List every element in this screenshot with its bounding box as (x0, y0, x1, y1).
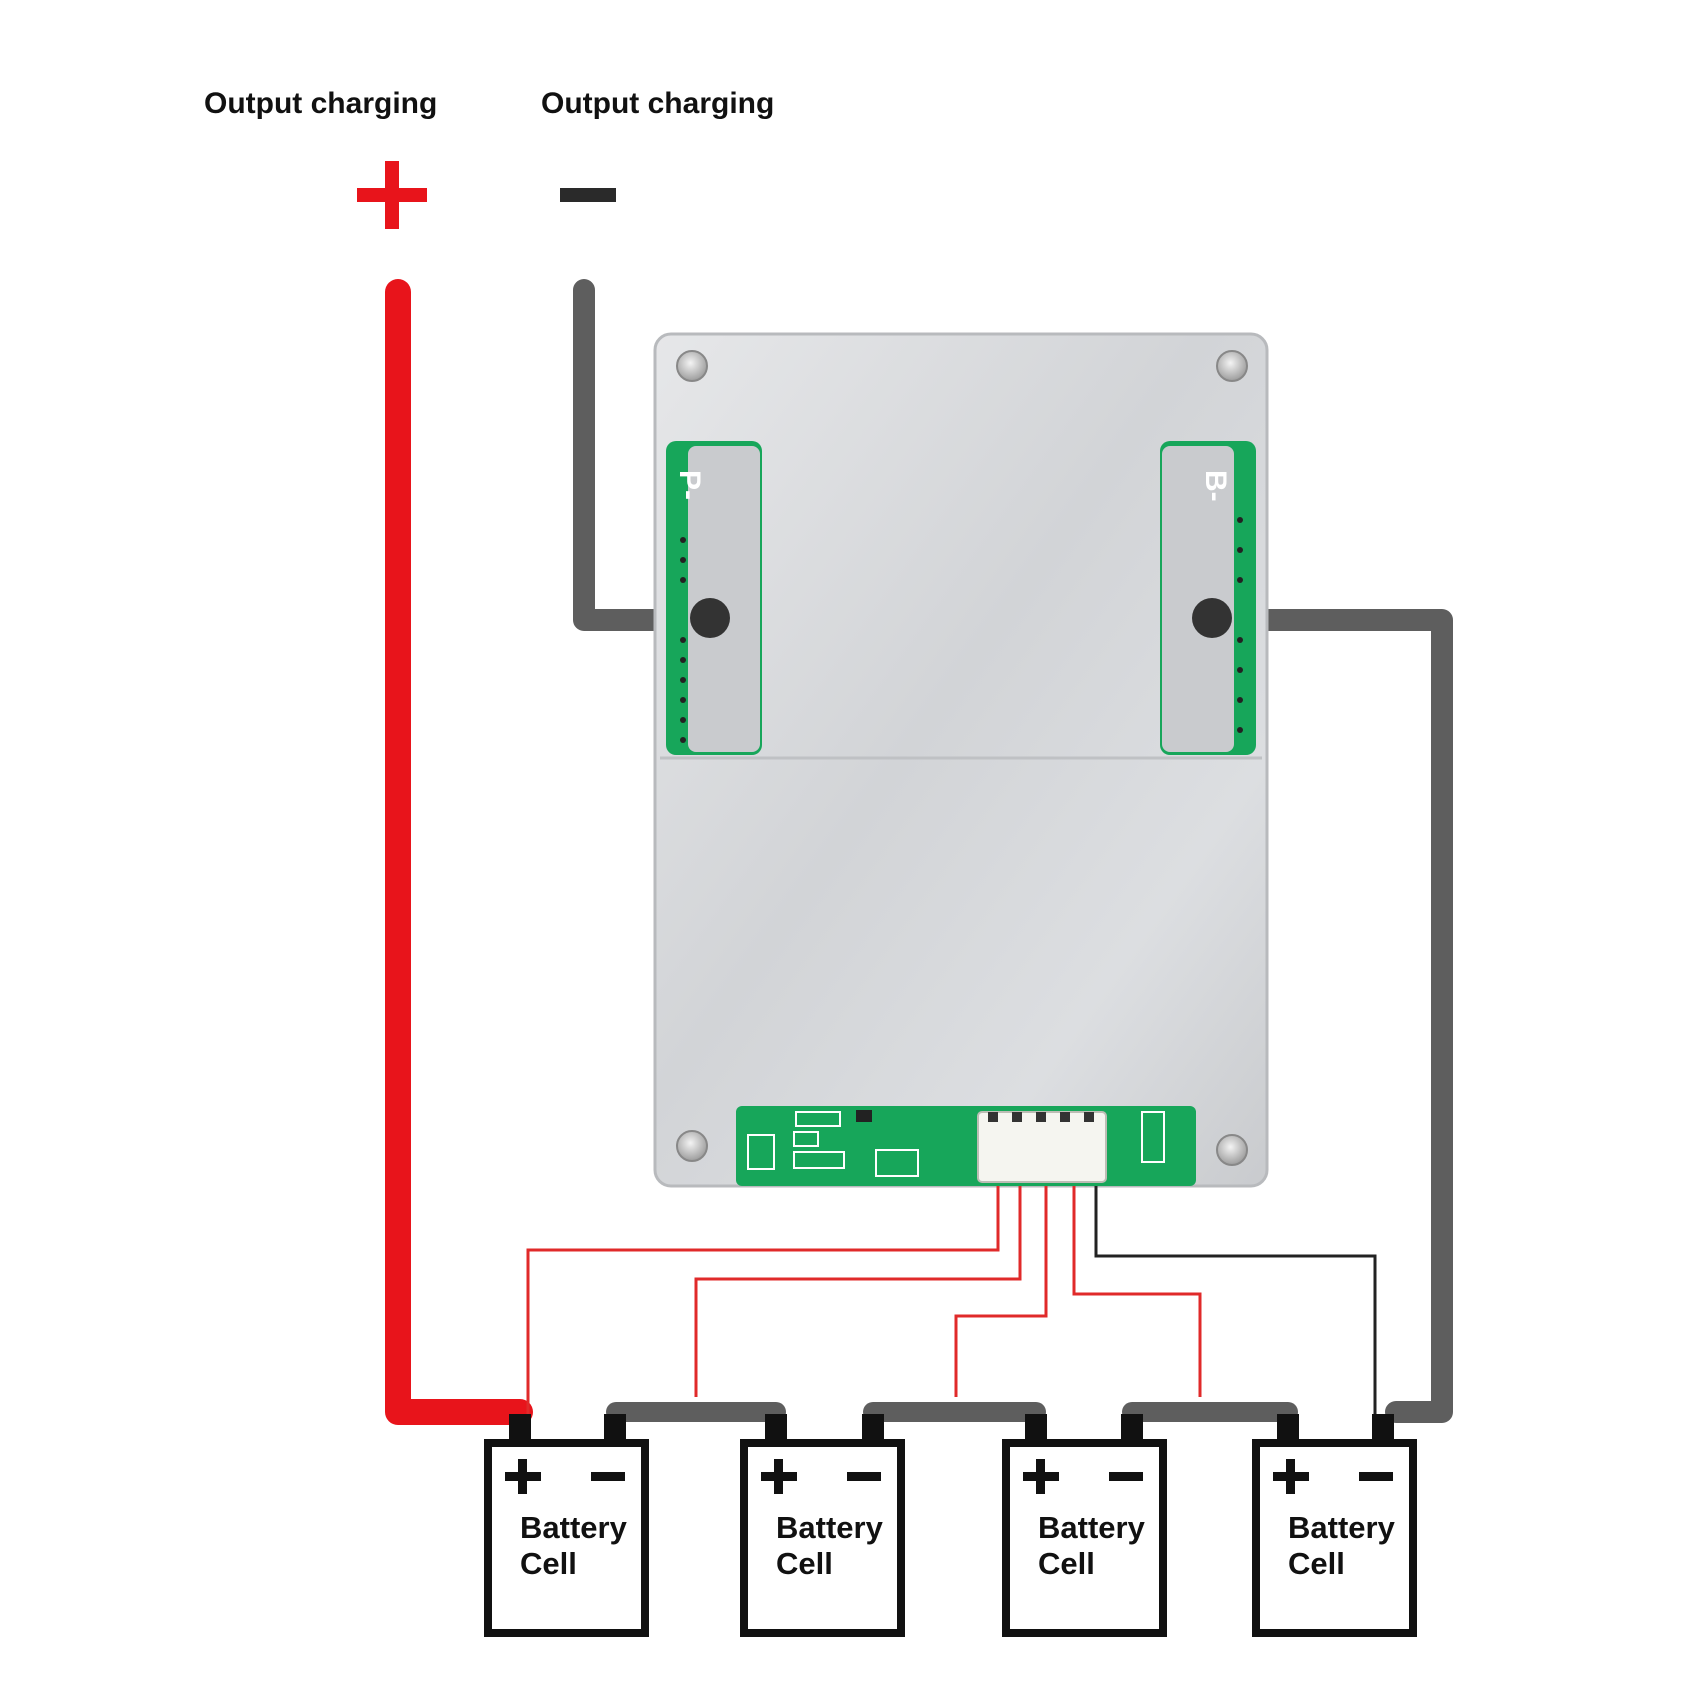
battery-cell-3: Battery Cell (1002, 1414, 1167, 1637)
battery-cell-2: Battery Cell (740, 1414, 905, 1637)
screw-icon (1216, 1134, 1248, 1166)
minus-icon (560, 188, 616, 202)
battery-cell-label: Battery (1288, 1510, 1396, 1545)
balance-sense-wires (526, 1186, 1377, 1416)
sense-wire-4 (1072, 1186, 1202, 1397)
balance-pcb (736, 1106, 1196, 1186)
battery-cell-label: Cell (1288, 1546, 1345, 1581)
b-minus-pad: B- (1160, 441, 1256, 755)
sense-wire-2 (694, 1186, 1022, 1397)
sense-wire-1 (526, 1186, 1000, 1416)
b-minus-pad-label: B- (1199, 470, 1232, 502)
battery-negative-wire (1201, 609, 1453, 1423)
negative-output-label: Output charging (541, 87, 774, 120)
positive-output-label: Output charging (204, 87, 437, 120)
battery-cell-label: Battery (520, 1510, 628, 1545)
battery-cell-label: Battery (776, 1510, 884, 1545)
battery-cell-1: Battery Cell (484, 1414, 649, 1637)
sense-wire-3 (954, 1186, 1048, 1397)
p-minus-pad-label: P- (673, 470, 706, 500)
p-minus-pad: P- (666, 441, 762, 755)
balance-connector (977, 1111, 1107, 1183)
battery-cell-label: Cell (520, 1546, 577, 1581)
screw-icon (676, 350, 708, 382)
bms-board: P- B- (653, 332, 1269, 1188)
screw-icon (1216, 350, 1248, 382)
battery-cell-label: Cell (1038, 1546, 1095, 1581)
sense-wire-5 (1094, 1186, 1377, 1416)
battery-cell-label: Cell (776, 1546, 833, 1581)
battery-cell-label: Battery (1038, 1510, 1146, 1545)
positive-output-wire (385, 279, 533, 1425)
screw-icon (676, 1130, 708, 1162)
b-minus-terminal (1192, 598, 1232, 638)
battery-cell-4: Battery Cell (1252, 1414, 1417, 1637)
plus-icon (357, 161, 427, 229)
p-minus-terminal (690, 598, 730, 638)
